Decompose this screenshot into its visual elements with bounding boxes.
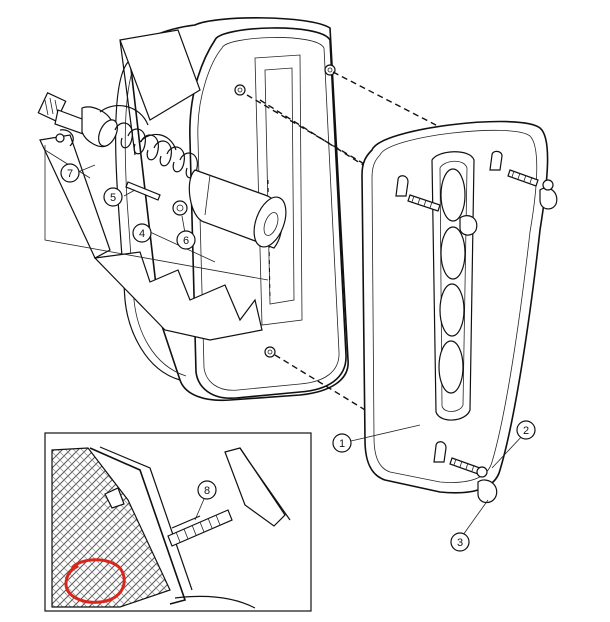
svg-text:4: 4 [139, 228, 145, 240]
callout-3: 3 [450, 532, 470, 552]
svg-text:6: 6 [183, 235, 189, 247]
callout-5: 5 [103, 187, 123, 207]
callout-8: 8 [197, 480, 217, 500]
svg-text:7: 7 [67, 168, 73, 180]
svg-text:5: 5 [110, 192, 116, 204]
callout-6: 6 [176, 230, 196, 250]
callout-4: 4 [132, 223, 152, 243]
callout-7: 7 [60, 163, 80, 183]
cutaway-break [39, 134, 263, 341]
svg-text:2: 2 [523, 425, 529, 437]
callout-1: 1 [332, 433, 352, 453]
svg-text:3: 3 [457, 537, 463, 549]
hinge-shaft-assembly [37, 92, 287, 281]
svg-text:1: 1 [339, 438, 345, 450]
highlight-circle [64, 558, 126, 604]
callout-2: 2 [516, 420, 536, 440]
foam-section-hatched [51, 447, 171, 608]
threaded-end [37, 92, 91, 136]
screws-and-knobs [407, 169, 558, 504]
detail-inset [44, 432, 312, 612]
svg-text:8: 8 [204, 485, 210, 497]
